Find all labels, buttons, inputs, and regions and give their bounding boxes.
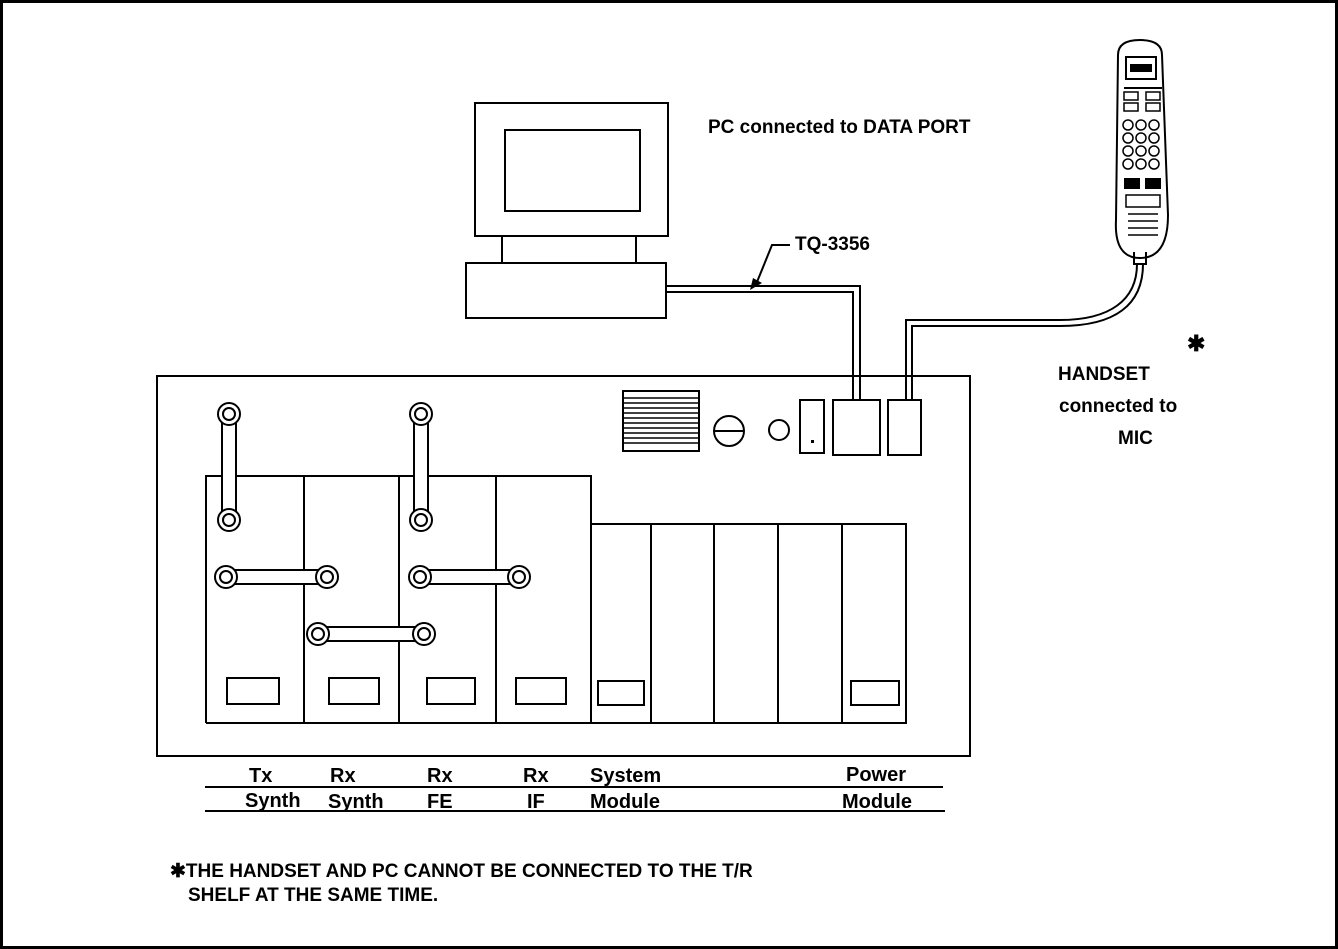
module-label-if: IF bbox=[527, 791, 545, 813]
handset-label-line1: HANDSET bbox=[1058, 364, 1150, 385]
asterisk-marker: ✱ bbox=[1187, 331, 1206, 356]
pc-data-cable bbox=[666, 285, 861, 400]
handset-icon bbox=[1114, 38, 1170, 265]
system-module-group bbox=[590, 523, 907, 724]
module-label-synth-rx: Synth bbox=[328, 791, 384, 813]
pc-label: PC connected to DATA PORT bbox=[708, 117, 971, 138]
tx-synth-handle bbox=[226, 677, 280, 705]
coax-jumpers bbox=[214, 402, 531, 646]
module-label-system: System bbox=[590, 765, 662, 787]
power-switch-icon bbox=[799, 399, 825, 454]
handset-cord bbox=[905, 263, 1144, 400]
module-label-power: Power bbox=[846, 764, 907, 786]
tr-shelf bbox=[156, 375, 971, 757]
module-label-rx-synth: Rx bbox=[330, 765, 356, 787]
module-label-rules bbox=[205, 786, 945, 812]
footnote-line1: ✱THE HANDSET AND PC CANNOT BE CONNECTED … bbox=[170, 861, 753, 882]
module-label-rx-fe: Rx bbox=[427, 765, 453, 787]
cable-label: TQ-3356 bbox=[795, 234, 870, 255]
footnote-line2: SHELF AT THE SAME TIME. bbox=[188, 885, 439, 906]
handset-label-line3: MIC bbox=[1118, 428, 1153, 449]
pc-computer-icon bbox=[465, 102, 669, 319]
speaker-grille-icon bbox=[622, 390, 700, 452]
module-label-rx-if: Rx bbox=[523, 765, 549, 787]
module-label-tx: Tx bbox=[249, 765, 273, 787]
rx-synth-handle bbox=[328, 677, 380, 705]
rx-fe-handle bbox=[426, 677, 476, 705]
rx-if-handle bbox=[515, 677, 567, 705]
volume-knob-icon bbox=[713, 415, 745, 447]
mic-port bbox=[887, 399, 922, 456]
handset-label-line2: connected to bbox=[1059, 396, 1178, 417]
indicator-lamp-icon bbox=[768, 419, 790, 441]
module-label-fe: FE bbox=[427, 791, 453, 813]
rf-module-group bbox=[205, 475, 592, 724]
data-port bbox=[832, 399, 881, 456]
system-module-handle bbox=[597, 680, 645, 706]
module-label-system-module: Module bbox=[590, 791, 660, 813]
power-module-handle bbox=[850, 680, 900, 706]
module-label-synth-tx: Synth bbox=[245, 790, 301, 812]
cable-leader-arrow bbox=[750, 244, 790, 290]
module-label-power-module: Module bbox=[842, 791, 912, 813]
